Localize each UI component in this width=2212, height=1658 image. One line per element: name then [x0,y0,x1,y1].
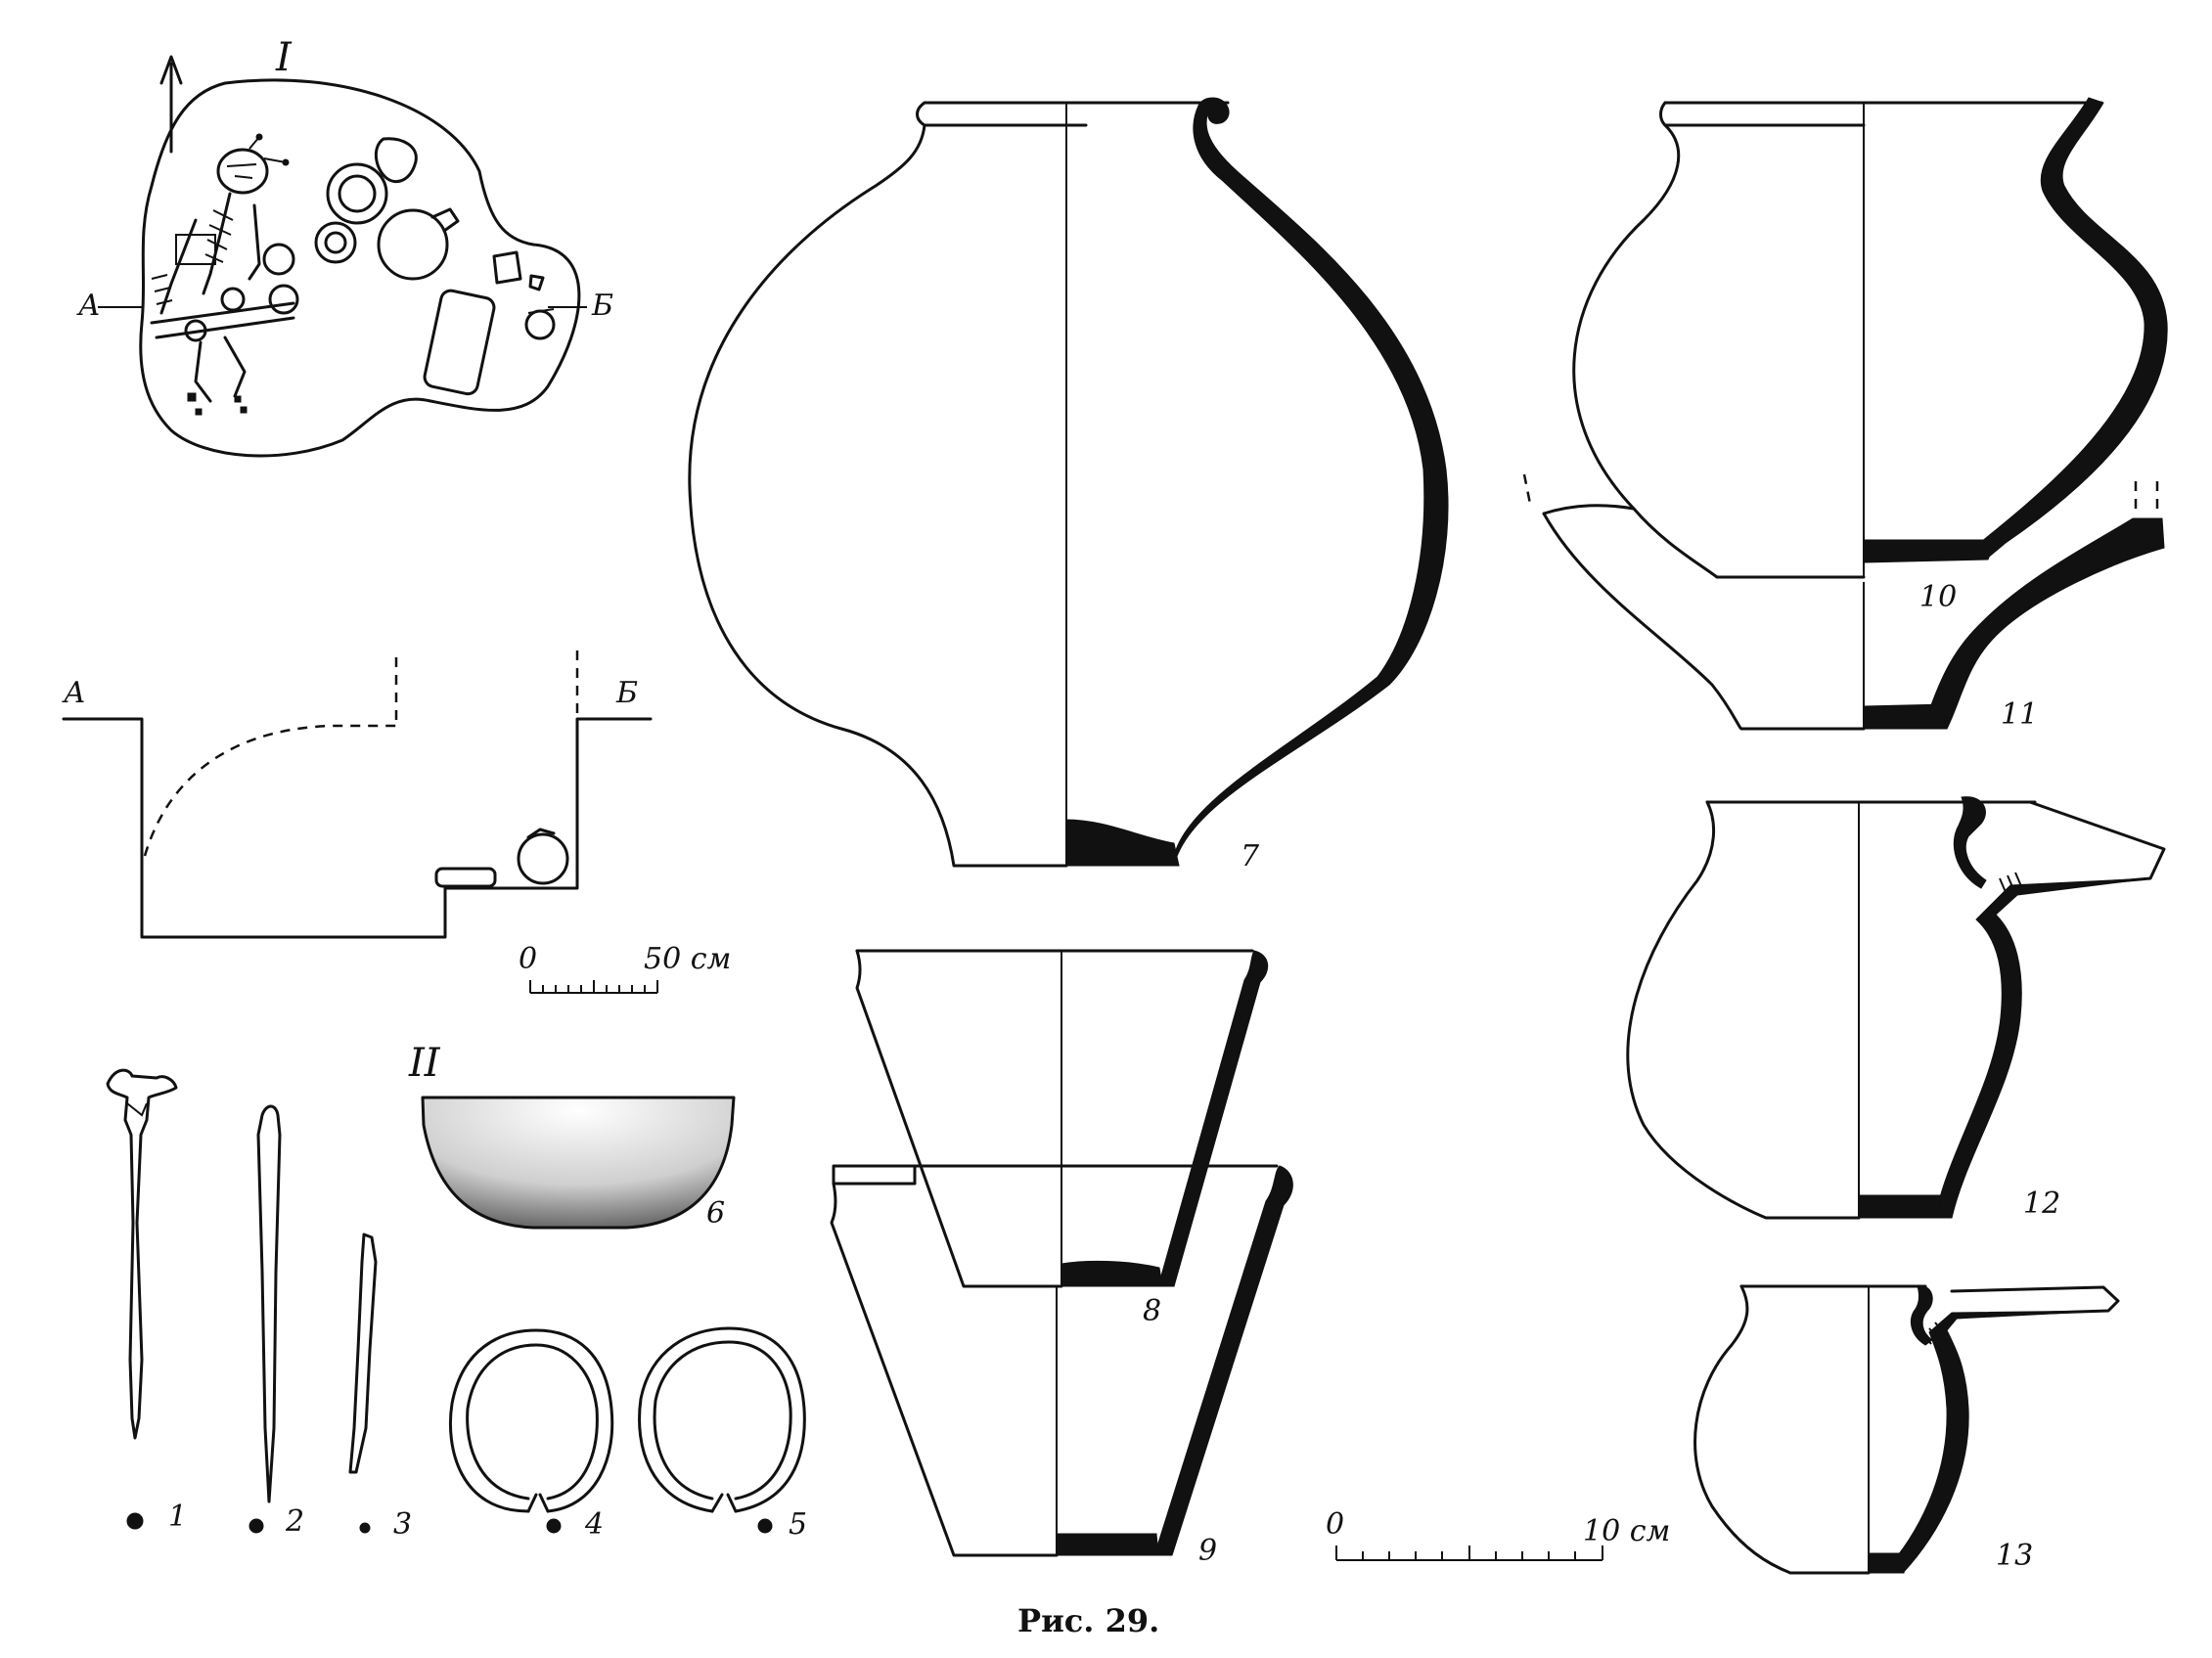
vessel-7-drawing: 7 [688,97,1449,874]
plan-round-pot-neck [430,207,460,233]
plan-marker-b: Б [591,289,613,323]
vessel-12-drawing: 12 [1626,796,2166,1221]
profile-slab-icon [434,867,497,888]
item-number-10: 10 [1919,580,1957,614]
ring-4-drawing: 4 [448,1328,614,1542]
vessel-10-drawing: 10 [1572,97,2168,614]
scale-bar-small: 0 50 см [519,942,731,994]
scale-large-start: 0 [1326,1507,1344,1542]
vessel-9-drawing: 9 [830,1164,1293,1568]
profile-marker-a: А [62,676,86,710]
vessel-8-drawing: 8 [855,949,1269,1328]
plan-small-pot-rim [527,308,555,314]
profile-pot-icon [517,832,569,885]
vessel-11-drawing: 11 [1522,473,2165,732]
pit-section-outline [62,717,653,939]
item-number-8: 8 [1143,1294,1161,1328]
pit-fill-line [143,724,396,857]
scale-bar-large: 0 10 см [1326,1507,1670,1561]
pin-3-drawing: 3 [348,1232,412,1542]
grave-section-profile: А Б [62,650,653,939]
grave-plan: I А Б [76,35,613,458]
item-number-12: 12 [2023,1187,2060,1221]
plan-cup-icon [375,137,418,184]
scale-small-start: 0 [519,942,537,976]
plan-marker-a: А [76,289,101,323]
north-arrow-icon [159,55,183,154]
bowl-section-label: II [408,1041,441,1086]
ring-5-drawing: 5 [638,1326,807,1542]
plan-small-pot-icon [524,309,556,340]
plan-vessel-rings-inner [338,174,377,213]
item-number-5: 5 [789,1507,807,1542]
pin-1-drawing: 1 [106,1068,187,1534]
plan-small-vessel-b-icon [528,274,545,291]
pin-2-drawing: 2 [248,1104,304,1539]
scale-small-end: 50 см [644,942,731,976]
profile-pot-neck [526,828,556,839]
bowl-6-drawing: II 6 [408,1041,736,1231]
figure-caption: Рис. 29. [1017,1602,1159,1639]
item-number-6: 6 [706,1196,725,1231]
item-number-7: 7 [1241,839,1260,874]
item-number-2: 2 [285,1504,304,1539]
plan-round-pot-icon [377,208,449,281]
item-number-1: 1 [168,1500,187,1534]
plan-vessel-ring-small-icon [314,221,357,264]
scale-large-end: 10 см [1583,1514,1670,1548]
item-number-9: 9 [1198,1534,1217,1568]
item-number-3: 3 [393,1507,412,1542]
plan-vessel-rings-icon [326,162,388,225]
vessel-13-drawing: 13 [1693,1284,2120,1575]
item-number-4: 4 [584,1507,604,1542]
plan-vessel-ring-small-inner [324,231,347,254]
profile-marker-b: Б [615,676,638,710]
skeleton-icon [150,133,299,416]
item-number-11: 11 [2001,697,2038,732]
grave-pit-outline [139,78,581,458]
plan-bowl-slab-icon [423,289,496,396]
item-number-13: 13 [1996,1539,2033,1573]
plan-small-vessel-a-icon [492,250,522,285]
plan-section-label: I [275,35,293,80]
